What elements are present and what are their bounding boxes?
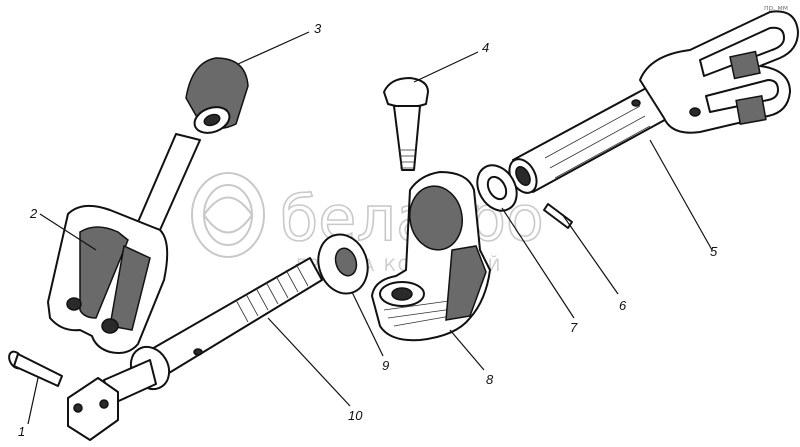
part-10-threaded-rod xyxy=(67,257,323,441)
leader-8 xyxy=(449,329,485,371)
callout-9: 9 xyxy=(382,358,389,373)
part-2-fork-lever xyxy=(47,133,201,354)
callout-10: 10 xyxy=(348,408,363,423)
leader-2 xyxy=(39,213,97,251)
part-3-knob xyxy=(185,57,249,134)
leader-1 xyxy=(27,377,39,425)
part-8-bracket xyxy=(371,171,491,342)
part-5-clevis-tube xyxy=(508,10,799,194)
leader-4 xyxy=(413,51,479,83)
callout-6: 6 xyxy=(619,298,627,313)
part-9-ring-washer xyxy=(317,233,369,295)
leader-3 xyxy=(237,31,310,65)
part-4-bolt xyxy=(383,77,429,171)
part-7-washer xyxy=(476,164,518,212)
leader-10 xyxy=(267,317,351,407)
callout-8: 8 xyxy=(486,372,494,387)
leader-7 xyxy=(501,207,575,319)
part-6-pin xyxy=(543,203,573,229)
watermark-logo xyxy=(191,172,265,258)
leader-lines xyxy=(27,31,713,425)
part-1-small-pin xyxy=(8,350,63,387)
callout-4: 4 xyxy=(482,40,489,55)
callout-5: 5 xyxy=(710,244,718,259)
callout-7: 7 xyxy=(570,320,578,335)
callout-1: 1 xyxy=(18,424,25,439)
leader-6 xyxy=(561,213,619,295)
callout-labels: 1 2 3 4 5 6 7 8 9 10 xyxy=(18,21,718,439)
callout-2: 2 xyxy=(29,206,38,221)
callout-3: 3 xyxy=(314,21,322,36)
corner-mark: пр. мм xyxy=(764,4,788,12)
leader-9 xyxy=(351,291,384,357)
leader-5 xyxy=(649,139,713,251)
